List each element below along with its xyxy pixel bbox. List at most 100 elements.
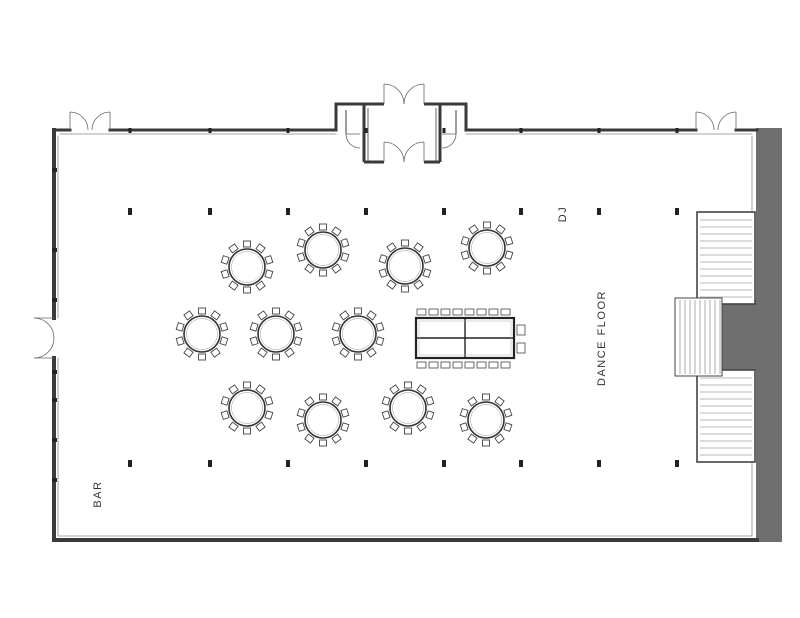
dance-floor-label: DANCE FLOOR bbox=[596, 290, 608, 386]
wall-marker bbox=[597, 128, 601, 133]
chair bbox=[331, 336, 341, 346]
chair bbox=[366, 310, 377, 321]
structural-columns bbox=[52, 128, 679, 482]
column bbox=[364, 208, 368, 215]
chair bbox=[440, 308, 451, 316]
stair-treads bbox=[679, 219, 752, 456]
chair bbox=[494, 396, 505, 407]
table-top bbox=[228, 248, 266, 286]
chair bbox=[319, 269, 327, 277]
wall-marker bbox=[52, 248, 57, 252]
chair bbox=[331, 433, 342, 444]
chair bbox=[452, 361, 463, 369]
chair bbox=[220, 269, 230, 279]
service-block bbox=[722, 128, 782, 542]
table-edge bbox=[389, 250, 421, 282]
chair bbox=[386, 242, 397, 253]
chair bbox=[228, 384, 239, 395]
chair bbox=[331, 226, 342, 237]
chair bbox=[331, 322, 341, 332]
table-edge bbox=[392, 392, 424, 424]
chair bbox=[183, 347, 194, 358]
wall-marker bbox=[52, 398, 57, 402]
head-table bbox=[414, 308, 526, 369]
bar-label: BAR bbox=[92, 480, 104, 507]
chair bbox=[198, 353, 206, 361]
chair bbox=[467, 433, 478, 444]
chair bbox=[255, 280, 266, 291]
chair bbox=[340, 238, 350, 248]
column bbox=[675, 460, 679, 467]
chair bbox=[284, 347, 295, 358]
chair bbox=[220, 396, 230, 406]
chair bbox=[255, 384, 266, 395]
chair bbox=[401, 239, 409, 247]
chair bbox=[476, 308, 487, 316]
round-table bbox=[460, 221, 514, 275]
chair bbox=[210, 347, 221, 358]
exterior-walls bbox=[52, 128, 759, 542]
wall-marker bbox=[442, 128, 446, 133]
chair bbox=[354, 307, 362, 315]
chair bbox=[219, 336, 229, 346]
chair bbox=[452, 308, 463, 316]
chair bbox=[464, 361, 475, 369]
chair bbox=[503, 422, 513, 432]
chair bbox=[482, 439, 490, 447]
wall-marker bbox=[675, 128, 679, 133]
dj-label: DJ bbox=[557, 206, 569, 222]
wall-marker bbox=[52, 370, 57, 374]
column bbox=[208, 208, 212, 215]
chair bbox=[413, 242, 424, 253]
chair bbox=[293, 336, 303, 346]
wall-marker bbox=[52, 438, 57, 442]
column bbox=[597, 460, 601, 467]
chair bbox=[416, 384, 427, 395]
table-top bbox=[257, 315, 295, 353]
chair bbox=[304, 396, 315, 407]
chair bbox=[183, 310, 194, 321]
round-table bbox=[175, 307, 229, 361]
chair bbox=[516, 324, 526, 336]
column bbox=[519, 460, 523, 467]
chair bbox=[331, 396, 342, 407]
chair bbox=[467, 396, 478, 407]
round-table bbox=[220, 240, 274, 294]
wall-marker bbox=[128, 128, 132, 133]
chair bbox=[304, 226, 315, 237]
chair bbox=[378, 268, 388, 278]
table-top bbox=[228, 389, 266, 427]
chair bbox=[296, 252, 306, 262]
chair bbox=[264, 255, 274, 265]
column bbox=[208, 460, 212, 467]
chair bbox=[243, 286, 251, 294]
table-edge bbox=[307, 234, 339, 266]
chair bbox=[175, 336, 185, 346]
chair bbox=[257, 310, 268, 321]
chair bbox=[413, 279, 424, 290]
round-table bbox=[249, 307, 303, 361]
chair bbox=[319, 393, 327, 401]
chair bbox=[482, 393, 490, 401]
chair bbox=[401, 285, 409, 293]
chair bbox=[460, 250, 470, 260]
wall-marker bbox=[52, 298, 57, 302]
table-top bbox=[467, 401, 505, 439]
chair bbox=[304, 263, 315, 274]
table-top bbox=[386, 247, 424, 285]
chair bbox=[425, 410, 435, 420]
chair bbox=[500, 308, 511, 316]
chair bbox=[340, 408, 350, 418]
column bbox=[519, 208, 523, 215]
table-edge bbox=[231, 251, 263, 283]
chair bbox=[460, 236, 470, 246]
table-edge bbox=[470, 404, 502, 436]
chair bbox=[220, 255, 230, 265]
round-tables bbox=[175, 221, 514, 447]
chair bbox=[255, 421, 266, 432]
chair bbox=[296, 408, 306, 418]
chair bbox=[428, 308, 439, 316]
chair bbox=[255, 243, 266, 254]
round-table bbox=[331, 307, 385, 361]
